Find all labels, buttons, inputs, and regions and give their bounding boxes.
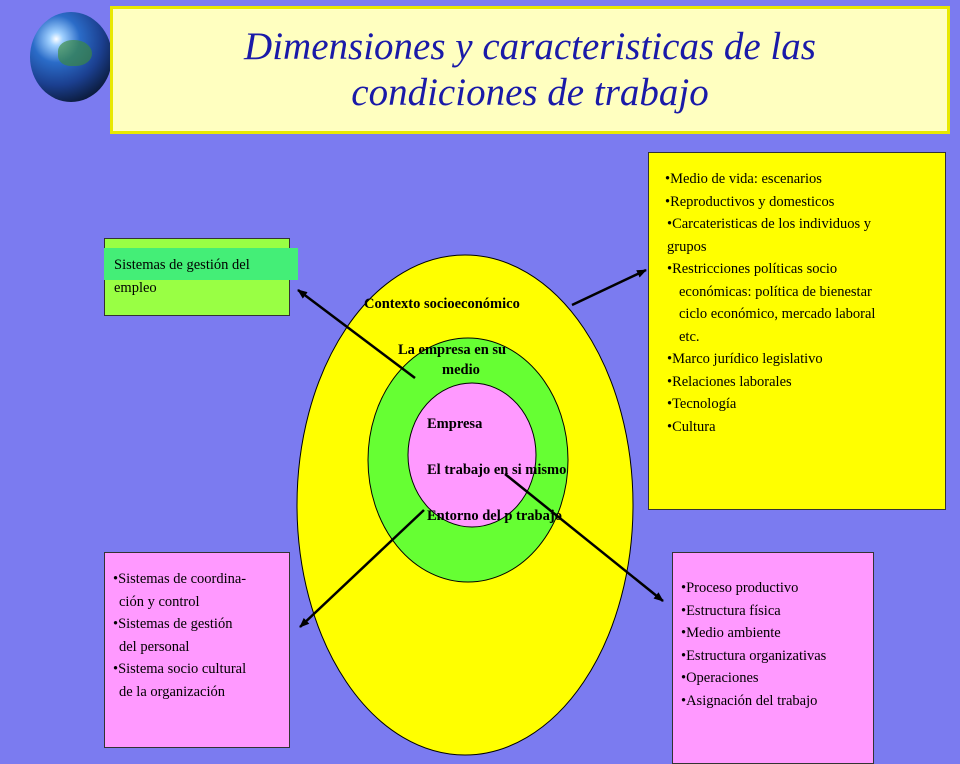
- coordination-line: •Sistemas de gestión: [113, 616, 233, 632]
- context-factor-line: •Relaciones laborales: [667, 373, 792, 390]
- production-line: •Operaciones: [681, 670, 759, 686]
- production-line: •Medio ambiente: [681, 625, 781, 641]
- inner-item-work-environment: Entorno del p trabajo: [427, 508, 562, 524]
- globe-land-decoration: [58, 40, 92, 66]
- employment-management-tab: [104, 248, 298, 280]
- production-process-box: •Proceso productivo •Estructura física •…: [672, 552, 874, 764]
- employment-management-line-1: Sistemas de gestión del: [114, 257, 250, 273]
- arrow-to-context-box: [571, 268, 647, 307]
- context-factor-line: ciclo económico, mercado laboral: [679, 306, 876, 322]
- production-line: •Estructura organizativas: [681, 647, 827, 664]
- inner-item-work-itself: El trabajo en si mismo: [427, 462, 567, 478]
- context-factor-line: •Tecnología: [667, 396, 737, 412]
- arrow-to-employment-box: [297, 289, 416, 379]
- production-line: •Estructura física: [681, 602, 781, 619]
- context-factor-line: •Restricciones políticas socio: [667, 261, 838, 277]
- middle-ellipse-label-line-1: La empresa en su: [398, 342, 507, 358]
- inner-ellipse-company: [407, 382, 537, 528]
- context-factor-line: grupos: [667, 238, 707, 255]
- context-factors-box: •Medio de vida: escenarios •Reproductivo…: [648, 152, 946, 510]
- employment-management-line-2: empleo: [114, 279, 157, 296]
- coordination-line: •Sistema socio cultural: [113, 661, 247, 677]
- arrow-to-production-box: [504, 473, 664, 602]
- coordination-line: •Sistemas de coordina-: [113, 571, 247, 587]
- context-factor-line: •Medio de vida: escenarios: [665, 171, 822, 187]
- employment-management-text: Sistemas de gestión del empleo: [114, 254, 294, 299]
- production-line: •Asignación del trabajo: [681, 692, 818, 709]
- coordination-systems-box: •Sistemas de coordina- ción y control •S…: [104, 552, 290, 748]
- context-factor-line: •Carcateristicas de los individuos y: [667, 216, 872, 232]
- coordination-line: ción y control: [119, 593, 200, 610]
- middle-ellipse-label-line-2: medio: [442, 362, 480, 378]
- coordination-line: de la organización: [119, 683, 226, 700]
- context-factor-line: •Marco jurídico legislativo: [667, 351, 823, 367]
- outer-ellipse-label: Contexto socioeconómico: [364, 296, 520, 312]
- inner-item-company: Empresa: [427, 416, 483, 432]
- coordination-line: del personal: [119, 638, 190, 655]
- production-line: •Proceso productivo: [681, 580, 799, 596]
- arrow-to-coordination-box: [299, 509, 425, 628]
- title-line-2: condiciones de trabajo: [351, 71, 709, 114]
- title-box: Dimensiones y caracteristicas de las con…: [110, 6, 950, 134]
- title-line-1: Dimensiones y caracteristicas de las: [244, 25, 816, 68]
- context-factor-line: •Cultura: [667, 418, 716, 435]
- context-factor-line: etc.: [679, 328, 700, 345]
- context-factor-line: económicas: política de bienestar: [679, 283, 872, 300]
- context-factor-line: •Reproductivos y domesticos: [665, 193, 835, 210]
